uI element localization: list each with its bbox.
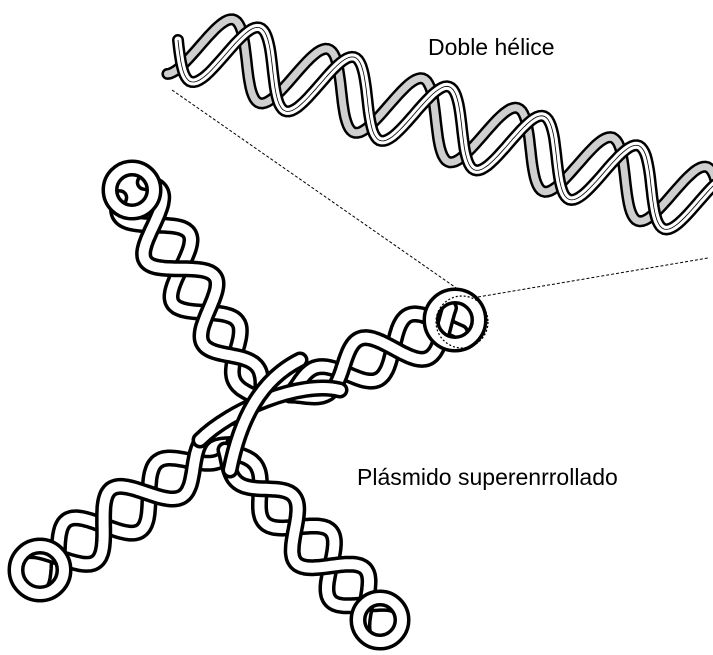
arm-end-loop [358, 598, 402, 642]
plasmid-arm-lower-left [16, 430, 240, 594]
arm-strand-front [144, 182, 262, 400]
arm-end-loop [110, 168, 154, 212]
zoom-line-upper [172, 90, 462, 292]
supercoiled-plasmid-label: Plásmido superenrrollado [357, 466, 618, 489]
supercoiled-plasmid-structure [16, 168, 488, 642]
double-helix-label: Doble hélice [428, 36, 555, 59]
plasmid-arm-upper-left [110, 168, 262, 400]
arm-strand-back [118, 198, 262, 400]
arm-end-loop [16, 546, 64, 594]
crossover-strand-1 [200, 388, 340, 440]
zoom-line-lower [478, 258, 708, 297]
arm-end-loop [431, 296, 479, 344]
